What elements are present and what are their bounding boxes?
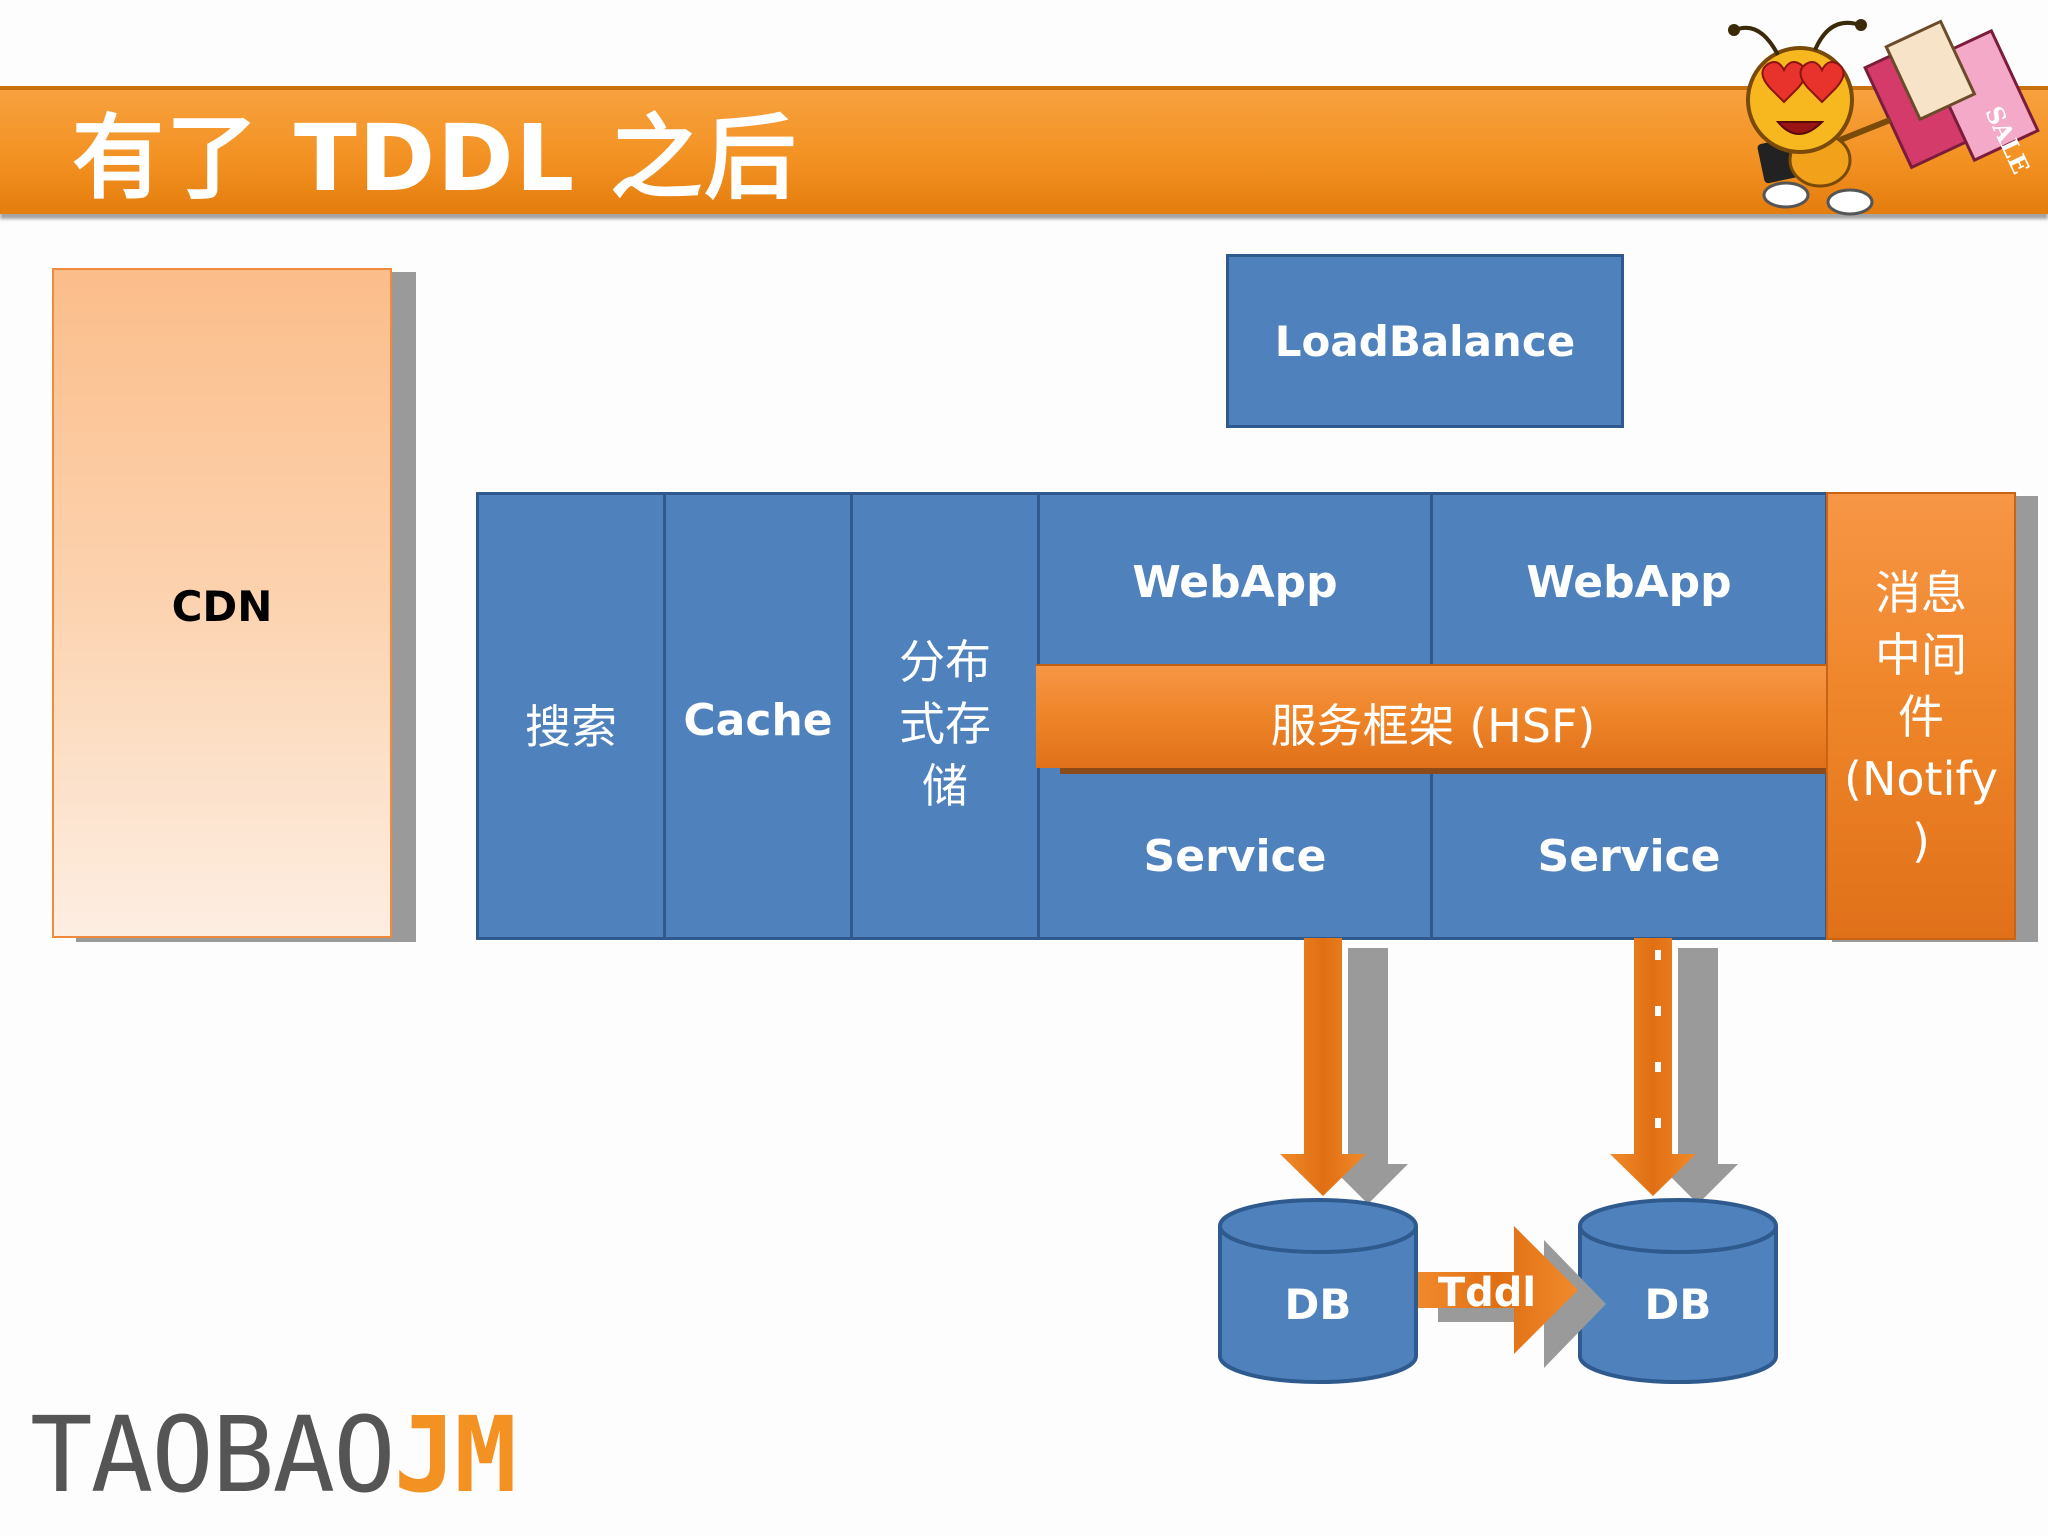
loadbalance-label: LoadBalance [1274, 317, 1576, 366]
notify-line-5: ) [1912, 814, 1930, 868]
tddl-arrow [1418, 1226, 1606, 1368]
storage-label: 分布 式存 储 [853, 631, 1037, 817]
arrow-down-1 [1280, 938, 1408, 1204]
cdn-label: CDN [171, 582, 273, 631]
search-box: 搜索 [476, 492, 666, 940]
cache-label: Cache [683, 695, 833, 746]
ant-mascot-icon: SALE [1728, 19, 2040, 216]
notify-line-3: 件 [1898, 690, 1944, 744]
taobaojm-logo: TAOBAOJM [30, 1400, 517, 1510]
tddl-label: Tddl [1437, 1270, 1537, 1316]
arrow-down-2 [1610, 938, 1738, 1204]
storage-line-1: 分布 [899, 635, 991, 689]
webapp-label-2: WebApp [1526, 557, 1732, 608]
notify-label: 消息 中间 件 (Notify ) [1828, 562, 2014, 872]
cdn-box: CDN [52, 268, 392, 938]
storage-box: 分布 式存 储 [850, 492, 1040, 940]
hsf-band: 服务框架 (HSF) [1036, 664, 1830, 768]
hsf-label: 服务框架 (HSF) [1270, 699, 1596, 753]
service-label-1: Service [1143, 831, 1327, 882]
db-label-2: DB [1644, 1280, 1712, 1329]
slide-title: 有了 TDDL 之后 [72, 105, 799, 212]
db-cylinder-1 [1218, 1198, 1418, 1384]
notify-line-2: 中间 [1875, 628, 1967, 682]
cache-box: Cache [663, 492, 853, 940]
loadbalance-box: LoadBalance [1226, 254, 1624, 428]
logo-part-1: TAOBAO [30, 1394, 396, 1516]
webapp-label-1: WebApp [1132, 557, 1338, 608]
notify-line-4: (Notify [1844, 752, 1998, 806]
title-bar [0, 86, 2048, 214]
storage-line-3: 储 [922, 759, 968, 813]
notify-box: 消息 中间 件 (Notify ) [1826, 492, 2016, 940]
notify-line-1: 消息 [1875, 566, 1967, 620]
service-label-2: Service [1537, 831, 1721, 882]
db-cylinder-2 [1578, 1198, 1778, 1384]
search-label: 搜索 [525, 700, 617, 754]
storage-line-2: 式存 [899, 697, 991, 751]
db-label-1: DB [1284, 1280, 1352, 1329]
logo-part-2: JM [393, 1394, 517, 1516]
